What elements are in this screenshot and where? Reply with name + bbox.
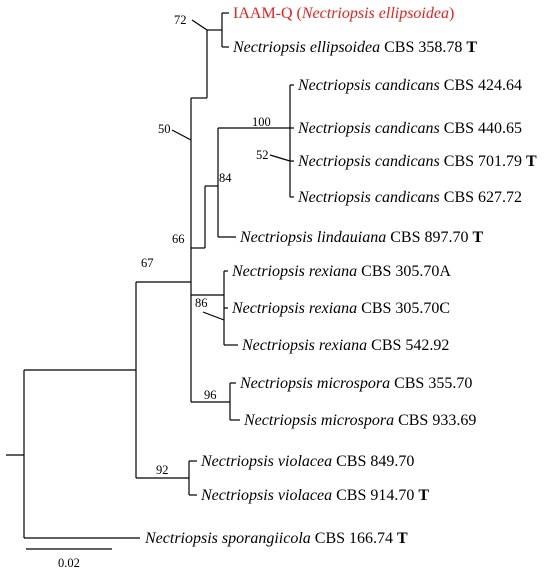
taxon-ellipsoidea-cbs-358-78: Nectriopsis ellipsoidea CBS 358.78 T <box>232 39 477 56</box>
taxon-rexiana-cbs-305-70a: Nectriopsis rexiana CBS 305.70A <box>231 263 451 280</box>
support-92: 92 <box>156 463 169 477</box>
tree-branches <box>6 12 294 539</box>
support-50: 50 <box>158 122 171 136</box>
support-52: 52 <box>256 148 269 162</box>
support-84: 84 <box>219 171 232 185</box>
scale-bar-label: 0.02 <box>58 556 80 570</box>
taxon-labels: IAAM-Q (Nectriopsis ellipsoidea) Nectrio… <box>144 5 537 547</box>
leader-72 <box>191 19 208 31</box>
leader-86 <box>202 311 225 321</box>
support-leaders <box>171 19 291 321</box>
support-66: 66 <box>172 232 185 246</box>
taxon-iaam-q: IAAM-Q (Nectriopsis ellipsoidea) <box>233 5 454 22</box>
taxon-candicans-cbs-440-65: Nectriopsis candicans CBS 440.65 <box>297 120 522 137</box>
leader-52 <box>269 154 291 162</box>
support-86: 86 <box>195 296 208 310</box>
support-72: 72 <box>174 13 187 27</box>
support-67: 67 <box>141 256 154 270</box>
taxon-microspora-cbs-355-70: Nectriopsis microspora CBS 355.70 <box>239 375 472 392</box>
support-100: 100 <box>252 115 271 129</box>
leader-50 <box>171 129 192 141</box>
taxon-candicans-cbs-627-72: Nectriopsis candicans CBS 627.72 <box>297 189 522 206</box>
taxon-microspora-cbs-933-69: Nectriopsis microspora CBS 933.69 <box>243 412 476 429</box>
scale-bar: 0.02 <box>26 548 112 570</box>
taxon-violacea-cbs-849-70: Nectriopsis violacea CBS 849.70 <box>200 453 414 470</box>
taxon-candicans-cbs-424-64: Nectriopsis candicans CBS 424.64 <box>297 77 522 94</box>
taxon-rexiana-cbs-305-70c: Nectriopsis rexiana CBS 305.70C <box>231 300 450 317</box>
taxon-rexiana-cbs-542-92: Nectriopsis rexiana CBS 542.92 <box>241 337 449 354</box>
taxon-lindauiana-cbs-897-70: Nectriopsis lindauiana CBS 897.70 T <box>239 229 483 246</box>
taxon-violacea-cbs-914-70: Nectriopsis violacea CBS 914.70 T <box>200 487 429 504</box>
taxon-sporangiicola-cbs-166-74: Nectriopsis sporangiicola CBS 166.74 T <box>144 530 408 547</box>
taxon-candicans-cbs-701-79: Nectriopsis candicans CBS 701.79 T <box>297 153 537 170</box>
support-96: 96 <box>204 388 217 402</box>
support-values: 72 50 100 52 84 66 67 86 96 92 <box>141 13 271 477</box>
